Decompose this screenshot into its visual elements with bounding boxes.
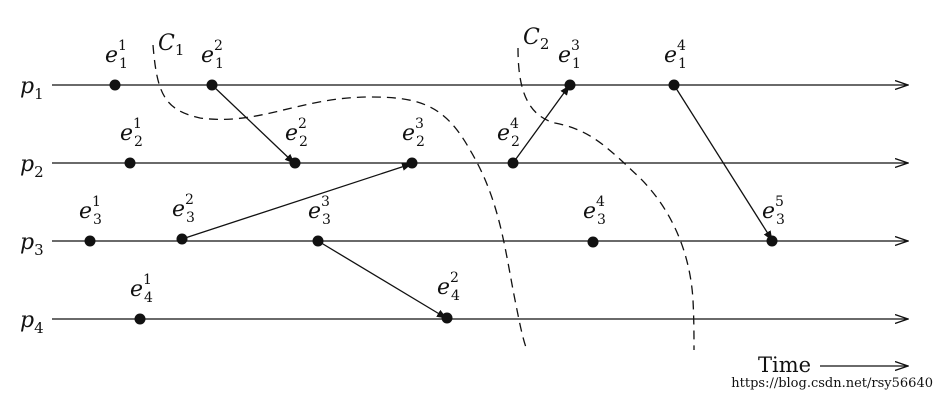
message-e1-2-to-e2-2 [211,84,295,164]
event-dot-e3-4 [587,236,599,248]
process-label-p3: p3 [20,230,44,259]
event-dot-e4-2 [441,312,453,324]
event-dot-e1-3 [564,79,576,91]
message-e3-2-to-e2-3 [181,162,412,240]
time-label: Time [758,353,811,377]
message-e1-4-to-e3-5 [673,84,773,241]
event-dot-e3-3 [312,235,324,247]
cut-line-c2 [517,47,695,351]
process-label-p4: p4 [20,308,44,337]
process-labels: p1 p2 p3 p4 [20,74,44,337]
cuts: C1 C2 [152,25,695,351]
event-dot-e2-2 [289,157,301,169]
process-label-p2: p2 [20,152,44,181]
cut-label-c2: C2 [523,25,549,53]
cut-line-c1 [152,44,528,351]
watermark-text: https://blog.csdn.net/rsy56640 [731,376,933,391]
event-dot-e3-5 [766,235,778,247]
event-dots [84,79,778,325]
cut-label-c1: C1 [158,31,184,59]
event-dot-e1-4 [668,79,680,91]
messages [181,84,773,319]
event-dot-e4-1 [134,313,146,325]
event-dot-e1-1 [109,79,121,91]
event-dot-e2-4 [507,157,519,169]
event-dot-e1-2 [206,79,218,91]
event-dot-e3-2 [176,233,188,245]
message-e3-3-to-e4-2 [317,240,447,319]
event-dot-e2-3 [406,157,418,169]
time-axis-legend: Time [758,353,908,377]
event-dot-e2-1 [124,157,136,169]
process-timelines [52,85,908,319]
event-dot-e3-1 [84,235,96,247]
process-label-p1: p1 [20,74,44,103]
message-e2-4-to-e1-3 [512,85,570,164]
